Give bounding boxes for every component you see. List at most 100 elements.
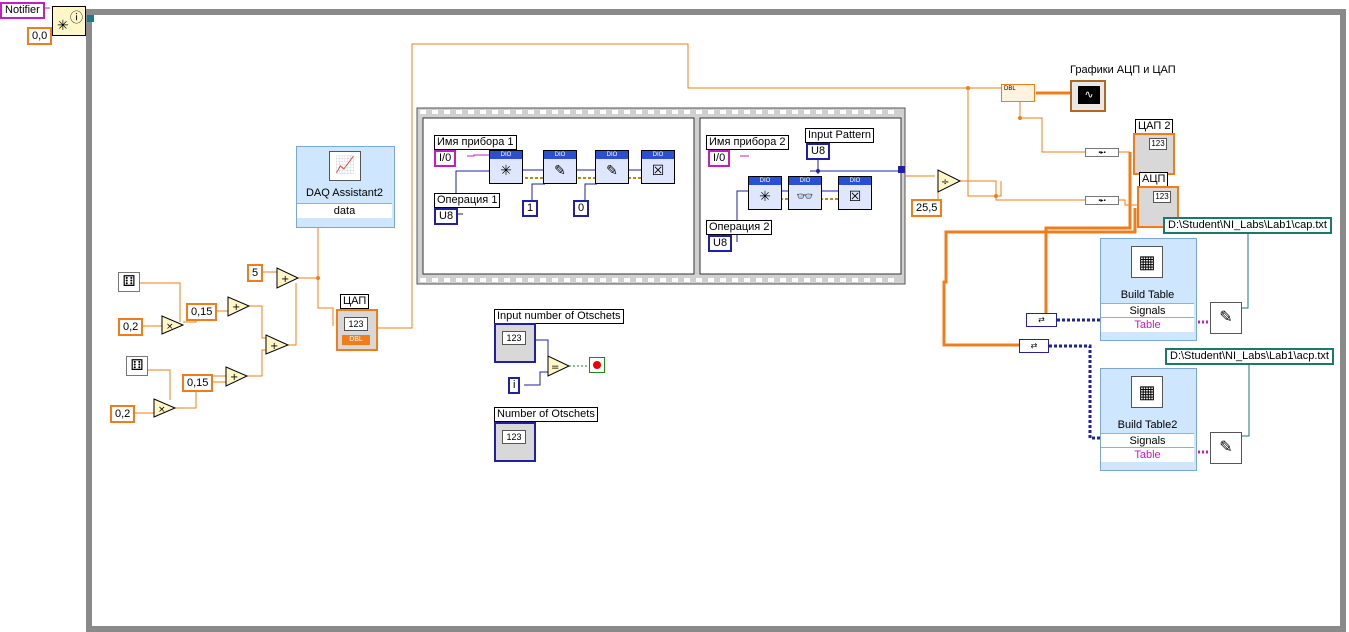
- daq-card-icon: 📈: [329, 151, 361, 181]
- dio-configure-node-2[interactable]: DIO✳: [748, 176, 782, 210]
- stop-button[interactable]: [589, 357, 605, 373]
- close-icon: ☒: [848, 188, 862, 204]
- frame1-device-label: Имя прибора 1: [434, 135, 517, 150]
- random-number-dice-icon[interactable]: ⚅: [126, 356, 148, 376]
- film-strip-top: [420, 110, 894, 114]
- constant-0-2-b[interactable]: 0,2: [110, 405, 136, 423]
- close-icon: ☒: [651, 162, 665, 178]
- notifier-node[interactable]: ✳ ⓘ: [52, 6, 86, 36]
- build-table2-table-port[interactable]: Table: [1101, 447, 1194, 462]
- daq-assistant-title: DAQ Assistant2: [305, 187, 384, 199]
- dio-write-node-2[interactable]: DIO✎: [595, 150, 629, 184]
- input-pattern-u8[interactable]: U8: [806, 143, 831, 160]
- table-icon: ▦: [1131, 376, 1163, 408]
- equal-node: =: [547, 355, 571, 377]
- convert-node-2[interactable]: ▪▸▪: [1085, 196, 1119, 205]
- svg-text:+: +: [230, 372, 238, 383]
- build-table-node[interactable]: ▦ Build Table Signals Table: [1100, 238, 1197, 341]
- number-otschets-display: 123: [502, 430, 526, 444]
- build-table2-title: Build Table2: [1117, 419, 1178, 431]
- frame2-operation-u8[interactable]: U8: [708, 235, 733, 252]
- svg-text:×: ×: [166, 322, 174, 332]
- build-table-table-port[interactable]: Table: [1101, 317, 1194, 332]
- dac2-indicator[interactable]: 123: [1133, 133, 1175, 175]
- multiply-node-1: ×: [161, 315, 185, 335]
- add-node-1: +: [227, 296, 251, 317]
- build-table-signals-port[interactable]: Signals: [1101, 303, 1194, 318]
- adc-label: АЦП: [1139, 172, 1169, 187]
- loop-stop-terminal: [87, 15, 94, 22]
- dac2-label: ЦАП 2: [1135, 119, 1174, 134]
- while-loop-border: [86, 9, 1346, 632]
- frame2-device-io[interactable]: I/0: [708, 150, 731, 167]
- build-table2-node[interactable]: ▦ Build Table2 Signals Table: [1100, 368, 1197, 471]
- pencil-icon: ✎: [606, 162, 618, 178]
- frame2-operation-label: Операция 2: [706, 220, 773, 235]
- svg-text:+: +: [281, 274, 289, 285]
- pencil-icon: ✎: [554, 162, 566, 178]
- graphs-label: Графики АЦП и ЦАП: [1070, 64, 1176, 76]
- add-node-3: +: [225, 366, 249, 387]
- to-dynamic-data-node-2[interactable]: ⇄: [1019, 339, 1049, 353]
- input-otschets-label: Input number of Otschets: [494, 309, 624, 324]
- add-node-4: +: [276, 267, 300, 289]
- number-otschets-indicator[interactable]: 123: [494, 422, 536, 462]
- dio-write-node-1[interactable]: DIO✎: [543, 150, 577, 184]
- number-otschets-label: Number of Otschets: [494, 407, 598, 422]
- build-table2-signals-port[interactable]: Signals: [1101, 433, 1194, 448]
- constant-0-2-a[interactable]: 0,2: [118, 318, 144, 336]
- frame1-device-io[interactable]: I/0: [434, 150, 457, 167]
- dio-configure-node[interactable]: DIO✳: [489, 150, 523, 184]
- notifier-refnum[interactable]: Notifier: [0, 2, 45, 19]
- film-strip-bottom: [420, 278, 894, 282]
- pulse-icon: ✳: [759, 188, 771, 204]
- svg-text:+: +: [232, 302, 240, 313]
- constant-one[interactable]: 1: [522, 200, 539, 217]
- frame2-device-label: Имя прибора 2: [706, 135, 789, 150]
- input-otschets-display: 123: [502, 331, 526, 345]
- table-icon: ▦: [1131, 246, 1163, 278]
- to-dynamic-data-node-1[interactable]: ⇄: [1026, 313, 1057, 327]
- svg-text:=: =: [551, 362, 559, 373]
- dio-close-node-1[interactable]: DIO☒: [641, 150, 675, 184]
- loop-iteration-terminal: i: [508, 377, 521, 394]
- dio-read-node[interactable]: DIO👓: [788, 176, 822, 210]
- adc-display: 123: [1153, 191, 1171, 203]
- svg-text:+: +: [270, 341, 278, 352]
- dac-type-badge: DBL: [342, 335, 370, 345]
- write-spreadsheet-icon[interactable]: ✎: [1210, 432, 1242, 464]
- frame1-operation-u8[interactable]: U8: [434, 208, 459, 225]
- dac-indicator[interactable]: 123 DBL: [336, 309, 378, 351]
- constant-0-15-a[interactable]: 0,15: [186, 303, 218, 321]
- daq-data-port[interactable]: data: [297, 203, 392, 218]
- dac2-display: 123: [1149, 138, 1167, 150]
- dac-indicator-label: ЦАП: [340, 294, 370, 309]
- notifier-timeout-constant[interactable]: 0,0: [27, 27, 53, 45]
- star-icon: ✳: [57, 17, 69, 33]
- convert-node-1[interactable]: ▪▸▪: [1085, 148, 1119, 157]
- glasses-icon: 👓: [796, 188, 814, 204]
- daq-assistant-node[interactable]: 📈 DAQ Assistant2 data: [296, 146, 395, 228]
- cap-path-constant[interactable]: D:\Student\NI_Labs\Lab1\cap.txt: [1163, 217, 1332, 234]
- constant-5[interactable]: 5: [247, 264, 264, 282]
- write-spreadsheet-icon[interactable]: ✎: [1210, 302, 1242, 334]
- random-number-dice-icon[interactable]: ⚅: [118, 272, 140, 292]
- build-table-title: Build Table: [1120, 289, 1175, 301]
- divide-node: ÷: [937, 169, 962, 193]
- constant-0-15-b[interactable]: 0,15: [182, 374, 214, 392]
- dio-close-node-2[interactable]: DIO☒: [838, 176, 872, 210]
- build-array-node[interactable]: DBL: [1001, 84, 1035, 102]
- waveform-graph-indicator[interactable]: ∿: [1070, 80, 1106, 112]
- alert-icon: ⓘ: [70, 10, 84, 25]
- stop-icon: [593, 361, 601, 369]
- sequence-tunnel: [898, 166, 905, 173]
- svg-text:×: ×: [158, 405, 166, 415]
- constant-25-5[interactable]: 25,5: [911, 199, 943, 217]
- pulse-icon: ✳: [500, 162, 512, 178]
- acp-path-constant[interactable]: D:\Student\NI_Labs\Lab1\acp.txt: [1165, 348, 1334, 365]
- input-otschets-control[interactable]: 123: [494, 323, 536, 363]
- constant-zero[interactable]: 0: [573, 200, 590, 217]
- adc-indicator[interactable]: 123: [1137, 186, 1179, 228]
- frame1-operation-label: Операция 1: [434, 193, 501, 208]
- dac-numeric-display: 123: [344, 317, 368, 331]
